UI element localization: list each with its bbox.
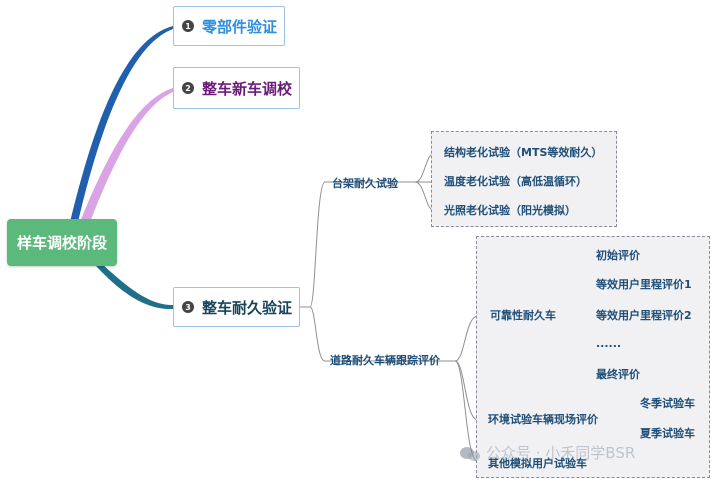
connector-branch-2 [80, 88, 173, 222]
environment-item-label: 夏季试验车 [640, 427, 695, 440]
watermark: 公众号 · 小禾同学BSR [486, 442, 635, 463]
reliability-item[interactable]: 最终评价 [596, 366, 640, 382]
bench-item-label: 光照老化试验（阳光模拟） [444, 204, 576, 217]
reliability-item-label: 最终评价 [596, 368, 640, 381]
reliability-item-label: ...... [596, 337, 622, 350]
environment-label: 环境试验车辆现场评价 [488, 413, 598, 426]
branch-vehicle-tuning[interactable]: 2 整车新车调校 [173, 67, 300, 109]
reliability-label: 可靠性耐久车 [490, 309, 556, 322]
bench-label: 台架耐久试验 [332, 177, 398, 190]
branch-number-badge: 1 [182, 20, 194, 32]
connector-bench [300, 181, 400, 308]
road-label: 道路耐久车辆跟踪评价 [330, 354, 440, 367]
reliability-item[interactable]: 等效用户里程评价1 [596, 276, 692, 292]
root-label: 样车调校阶段 [16, 234, 107, 252]
branch-durability-validation[interactable]: 3 整车耐久验证 [173, 287, 300, 327]
branch-number-badge: 2 [182, 82, 194, 94]
branch-label: 零部件验证 [202, 17, 278, 36]
wechat-icon [460, 447, 480, 461]
reliability-item-label: 等效用户里程评价1 [596, 278, 692, 291]
environment-item-label: 冬季试验车 [640, 397, 695, 410]
connector-branch-3 [96, 262, 173, 310]
bench-item[interactable]: 结构老化试验（MTS等效耐久） [444, 144, 602, 160]
reliability-item[interactable]: 等效用户里程评价2 [596, 307, 692, 323]
branch-parts-validation[interactable]: 1 零部件验证 [173, 6, 285, 46]
road-group-box [476, 236, 710, 478]
reliability-item[interactable]: ...... [596, 337, 621, 350]
branch-number-badge: 3 [182, 301, 194, 313]
reliability-item[interactable]: 初始评价 [596, 247, 640, 263]
bench-item[interactable]: 温度老化试验（高低温循环） [444, 173, 587, 189]
environment-node[interactable]: 环境试验车辆现场评价 [488, 411, 598, 427]
bench-group-box [431, 131, 617, 227]
branch-label: 整车新车调校 [202, 79, 293, 98]
bench-item[interactable]: 光照老化试验（阳光模拟） [444, 202, 576, 218]
bench-item-label: 温度老化试验（高低温循环） [444, 175, 587, 188]
reliability-node[interactable]: 可靠性耐久车 [490, 307, 556, 323]
environment-item[interactable]: 夏季试验车 [640, 425, 695, 441]
bench-durability-node[interactable]: 台架耐久试验 [332, 175, 398, 191]
connector-road [309, 306, 446, 362]
bench-item-label: 结构老化试验（MTS等效耐久） [444, 146, 603, 159]
reliability-item-label: 等效用户里程评价2 [596, 309, 692, 322]
other-label: 其他模拟用户试验车 [488, 457, 587, 470]
other-simulation-node[interactable]: 其他模拟用户试验车 [488, 455, 587, 471]
branch-label: 整车耐久验证 [202, 298, 293, 317]
reliability-item-label: 初始评价 [596, 249, 640, 262]
environment-item[interactable]: 冬季试验车 [640, 395, 695, 411]
road-durability-node[interactable]: 道路耐久车辆跟踪评价 [330, 352, 440, 368]
root-node[interactable]: 样车调校阶段 [7, 219, 117, 266]
connector-branch-1 [70, 26, 173, 222]
connector-bench-items [400, 152, 605, 212]
watermark-text: 公众号 · 小禾同学BSR [486, 444, 636, 462]
